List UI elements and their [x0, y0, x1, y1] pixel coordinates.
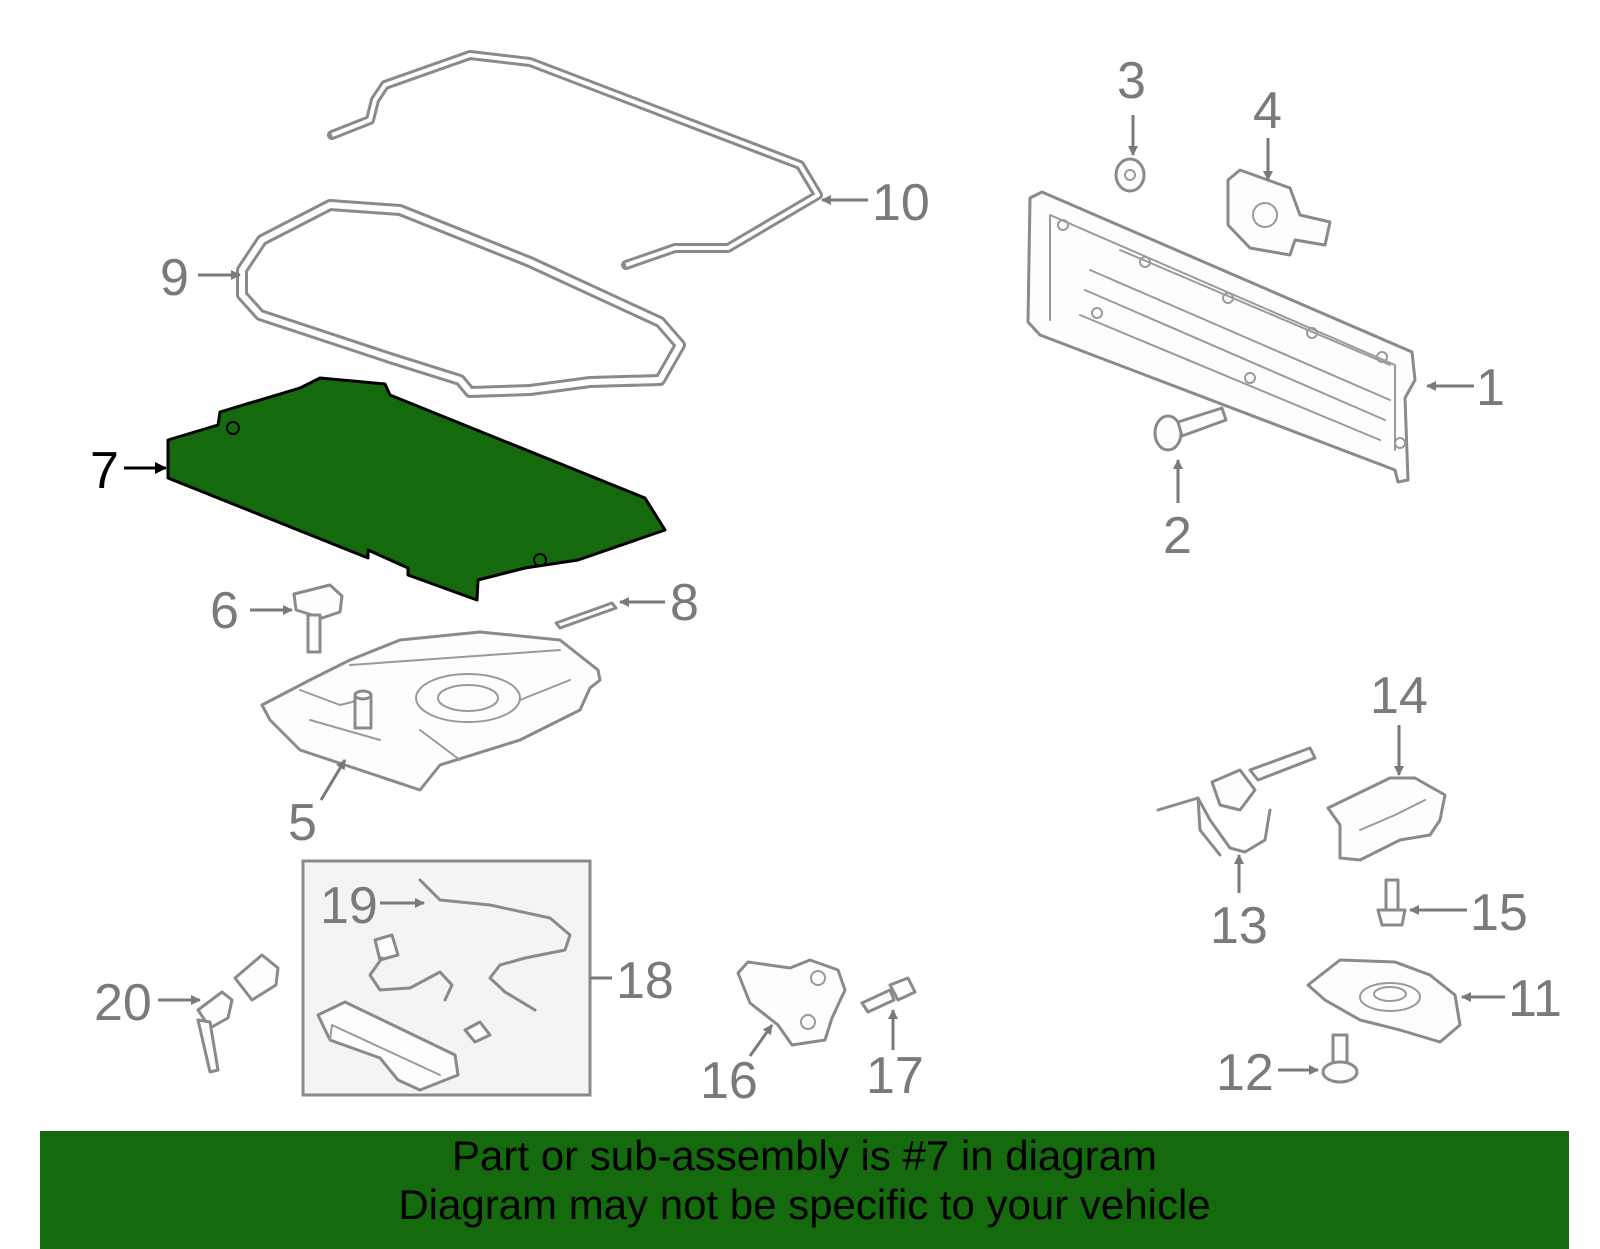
- callout-3: 3: [1117, 52, 1146, 110]
- part-9-seal[interactable]: [236, 199, 686, 398]
- callout-15: 15: [1470, 884, 1528, 942]
- part-7-floor-panel[interactable]: [166, 376, 667, 602]
- callout-6: 6: [210, 582, 239, 640]
- callout-1: 1: [1476, 359, 1505, 417]
- part-4-bracket[interactable]: [1226, 168, 1332, 257]
- part-1-panel[interactable]: [1026, 190, 1417, 484]
- part-17-bolt[interactable]: [860, 976, 917, 1014]
- part-12-bolt[interactable]: [1321, 1033, 1359, 1084]
- part-16-hinge[interactable]: [736, 958, 847, 1047]
- callout-4: 4: [1253, 82, 1282, 140]
- callout-12: 12: [1216, 1044, 1274, 1102]
- callout-10: 10: [872, 174, 930, 232]
- part-18-assembly-box[interactable]: [301, 859, 592, 1097]
- callout-19: 19: [320, 877, 378, 935]
- part-6-support[interactable]: [292, 583, 344, 654]
- part-15-bolt[interactable]: [1376, 878, 1407, 927]
- leader-5: [319, 759, 347, 801]
- leader-16: [748, 1024, 774, 1057]
- info-banner: Part or sub-assembly is #7 in diagram Di…: [40, 1131, 1569, 1249]
- callout-7: 7: [90, 442, 119, 500]
- part-3-grommet[interactable]: [1114, 157, 1146, 193]
- part-5-tray[interactable]: [260, 630, 602, 792]
- callout-2: 2: [1163, 507, 1192, 565]
- callout-20: 20: [94, 974, 152, 1032]
- callout-16: 16: [700, 1052, 758, 1110]
- part-11-plate[interactable]: [1306, 958, 1462, 1044]
- callout-11: 11: [1508, 970, 1562, 1028]
- callout-9: 9: [160, 249, 189, 307]
- part-10-weatherstrip[interactable]: [327, 50, 823, 270]
- part-8-strip[interactable]: [554, 601, 618, 630]
- callout-5: 5: [288, 794, 317, 852]
- callout-18: 18: [616, 952, 674, 1010]
- part-13-harness[interactable]: [1156, 746, 1317, 857]
- callout-14: 14: [1370, 667, 1428, 725]
- banner-line-1: Part or sub-assembly is #7 in diagram: [452, 1132, 1157, 1179]
- callout-8: 8: [670, 574, 699, 632]
- part-20-lock-cylinder[interactable]: [196, 953, 280, 1074]
- part-14-bracket[interactable]: [1326, 776, 1447, 862]
- callout-13: 13: [1210, 897, 1268, 955]
- callout-17: 17: [866, 1047, 924, 1105]
- part-2-bolt[interactable]: [1153, 406, 1228, 452]
- banner-line-2: Diagram may not be specific to your vehi…: [398, 1181, 1211, 1228]
